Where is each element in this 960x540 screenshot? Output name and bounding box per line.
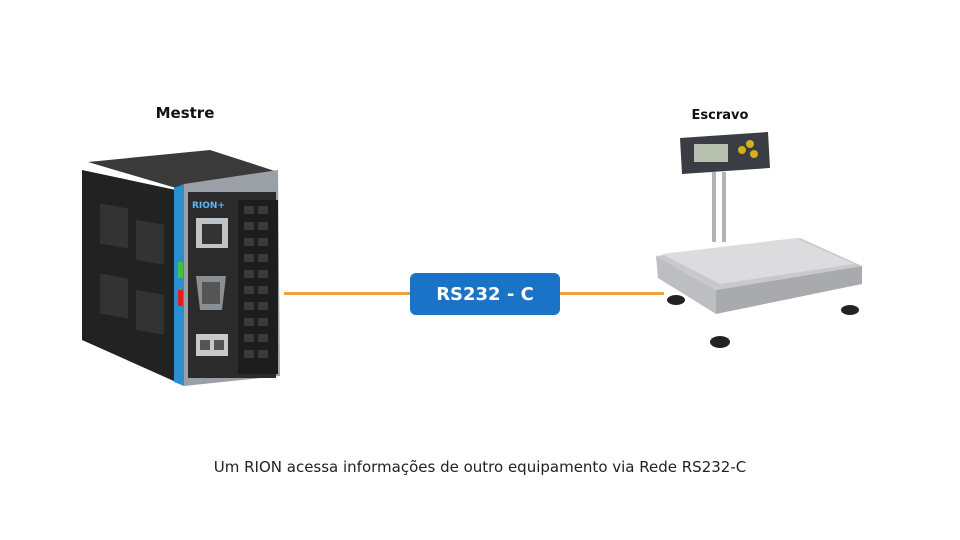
master-label: Mestre [155, 104, 215, 122]
rs232-wire-left [284, 292, 412, 295]
rion-device-illustration: RION+ [82, 150, 280, 386]
scale-illustration [656, 132, 862, 348]
diagram-caption: Um RION acessa informações de outro equi… [213, 458, 747, 476]
rs232-badge-label: RS232 - C [436, 283, 534, 305]
slave-label: Escravo [691, 108, 749, 123]
rs232-wire-right [560, 292, 664, 295]
rs232-badge: RS232 - C [410, 273, 560, 315]
rion-brand-text: RION+ [192, 201, 225, 211]
